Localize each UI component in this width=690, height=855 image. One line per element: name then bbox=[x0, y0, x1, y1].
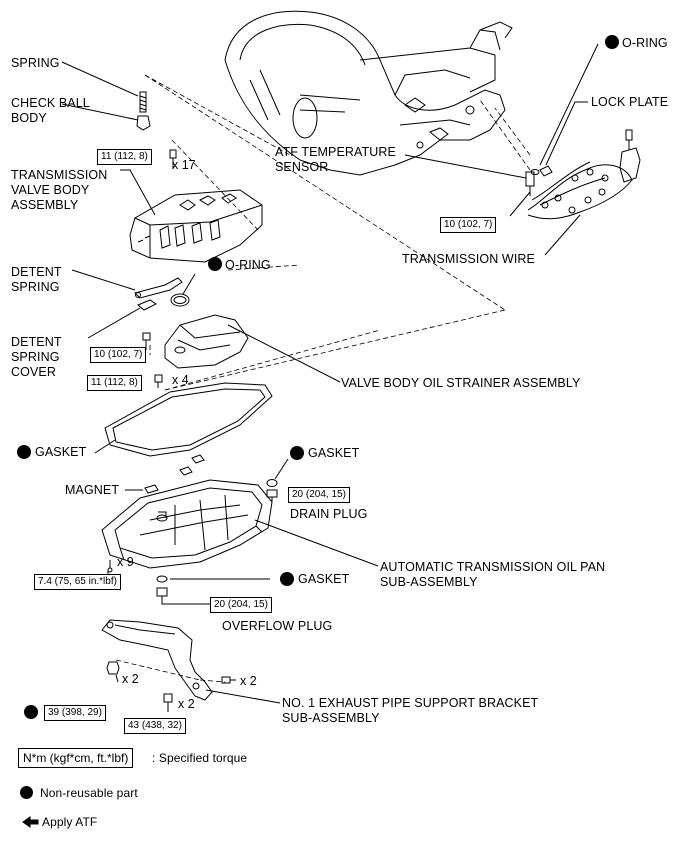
non-reusable-dot-gasket-drain bbox=[290, 446, 304, 460]
torque-overflow-plug: 20 (204, 15) bbox=[210, 597, 272, 613]
qty-bracket-bolts-right: x 2 bbox=[240, 674, 257, 688]
lock-plate-leader bbox=[545, 101, 588, 166]
non-reusable-dot-o-ring-mid bbox=[208, 257, 222, 271]
legend-torque-box: N*m (kgf*cm, ft.*lbf) bbox=[18, 748, 134, 768]
bracket-bolt-right bbox=[221, 676, 236, 684]
exhaust-bracket-part bbox=[101, 619, 213, 701]
sensor-bolt-leader bbox=[509, 191, 531, 217]
strainer-leader bbox=[227, 324, 341, 383]
non-reusable-legend-icon bbox=[20, 786, 33, 799]
qty-valve-body-bolts: x 17 bbox=[172, 158, 196, 172]
qty-strainer-bolts: x 4 bbox=[172, 373, 189, 387]
atf-sensor-leader bbox=[404, 154, 527, 179]
torque-valve-body-bolts: 11 (112, 8) bbox=[97, 149, 152, 165]
bracket-nut-leader bbox=[115, 674, 119, 683]
legend-non-reusable-text: Non-reusable part bbox=[40, 786, 138, 800]
drain-plug-part bbox=[266, 489, 278, 502]
detent-spring-label: DETENT SPRING bbox=[11, 265, 62, 294]
spring-part bbox=[139, 91, 147, 113]
pan-gasket-part bbox=[104, 382, 273, 457]
drain-gasket-part bbox=[266, 479, 278, 487]
magnet-small-2 bbox=[191, 454, 205, 464]
lock-plate-label: LOCK PLATE bbox=[591, 95, 669, 109]
atf-temperature-sensor-label: ATF TEMPERATURE SENSOR bbox=[275, 145, 396, 174]
transmission-wire-part bbox=[527, 129, 641, 220]
transmission-valve-body-label: TRANSMISSION VALVE BODY ASSEMBLY bbox=[11, 168, 108, 212]
o-ring-mid-label: O-RING bbox=[225, 258, 271, 272]
detent-spring-part bbox=[134, 277, 183, 299]
check-ball-body-part bbox=[136, 115, 151, 131]
exhaust-bracket-leader bbox=[205, 689, 281, 704]
legend-torque-text: : Specified torque bbox=[152, 751, 248, 765]
valve-body-leader bbox=[120, 169, 156, 216]
legend-apply-atf-text: Apply ATF bbox=[42, 815, 98, 829]
magnet-label: MAGNET bbox=[65, 483, 120, 497]
qty-bracket-nuts: x 2 bbox=[122, 672, 139, 686]
torque-strainer-bolts: 11 (112, 8) bbox=[87, 375, 142, 391]
bracket-bolt-lower bbox=[163, 693, 173, 712]
pan-gasket-leader bbox=[94, 439, 116, 454]
detent-spring-leader bbox=[71, 269, 136, 291]
o-ring-mid-part bbox=[170, 293, 190, 307]
qty-pan-bolts: x 9 bbox=[117, 555, 134, 569]
apply-atf-icon bbox=[22, 816, 39, 828]
gasket-overflow-label: GASKET bbox=[298, 572, 350, 586]
oil-pan-part bbox=[101, 479, 273, 569]
drain-gasket-leader bbox=[274, 458, 289, 480]
lock-plate-part bbox=[539, 165, 553, 177]
qty-bracket-bolts-lower: x 2 bbox=[178, 697, 195, 711]
valve-body-bolt bbox=[169, 149, 177, 168]
detent-spring-cover-label: DETENT SPRING COVER bbox=[11, 335, 62, 379]
gasket-pan-label: GASKET bbox=[35, 445, 87, 459]
drain-plug-label: DRAIN PLUG bbox=[290, 507, 368, 521]
overflow-plug-part bbox=[156, 587, 210, 605]
spring-leader bbox=[61, 61, 139, 97]
oil-pan-leader bbox=[254, 519, 379, 567]
detent-cover-part bbox=[137, 299, 157, 311]
overflow-plug-label: OVERFLOW PLUG bbox=[222, 619, 333, 633]
exhaust-bracket-label: NO. 1 EXHAUST PIPE SUPPORT BRACKET SUB-A… bbox=[282, 696, 539, 725]
strainer-bolt bbox=[154, 374, 163, 388]
o-ring-top-label: O-RING bbox=[622, 36, 668, 50]
spring-label: SPRING bbox=[11, 56, 60, 70]
torque-drain-plug: 20 (204, 15) bbox=[288, 487, 350, 503]
transmission-wire-label: TRANSMISSION WIRE bbox=[402, 252, 535, 266]
check-ball-leader bbox=[61, 103, 139, 121]
transmission-wire-leader bbox=[544, 214, 581, 256]
pan-bolt bbox=[107, 560, 113, 573]
torque-pan-bolts: 7.4 (75, 65 in.*lbf) bbox=[34, 574, 121, 590]
torque-bracket-nuts: 39 (398, 29) bbox=[44, 705, 106, 721]
o-ring-mid-leader bbox=[182, 273, 196, 295]
valve-body-part bbox=[129, 189, 263, 263]
magnet-small-1 bbox=[179, 466, 193, 476]
strainer-part bbox=[164, 314, 249, 369]
o-ring-top-part bbox=[530, 169, 540, 175]
oil-pan-label: AUTOMATIC TRANSMISSION OIL PAN SUB-ASSEM… bbox=[380, 560, 606, 589]
non-reusable-dot-gasket-pan bbox=[17, 445, 31, 459]
detent-cover-leader bbox=[87, 307, 141, 339]
torque-bracket-bolts: 43 (438, 32) bbox=[124, 718, 186, 734]
gasket-drain-label: GASKET bbox=[308, 446, 360, 460]
non-reusable-dot-gasket-overflow bbox=[280, 572, 294, 586]
non-reusable-dot-bracket-nut bbox=[24, 705, 38, 719]
torque-detent-bolt: 10 (102, 7) bbox=[90, 347, 147, 363]
transmission-case bbox=[224, 10, 513, 176]
valve-body-oil-strainer-label: VALVE BODY OIL STRAINER ASSEMBLY bbox=[341, 376, 581, 390]
non-reusable-dot-o-ring-top bbox=[605, 35, 619, 49]
bracket-nut bbox=[106, 661, 120, 675]
check-ball-body-label: CHECK BALL BODY bbox=[11, 96, 90, 125]
overflow-gasket-part bbox=[156, 575, 168, 583]
o-ring-top-leader bbox=[539, 43, 599, 166]
magnet-part bbox=[144, 484, 159, 494]
torque-sensor-bolt: 10 (102, 7) bbox=[440, 217, 497, 233]
